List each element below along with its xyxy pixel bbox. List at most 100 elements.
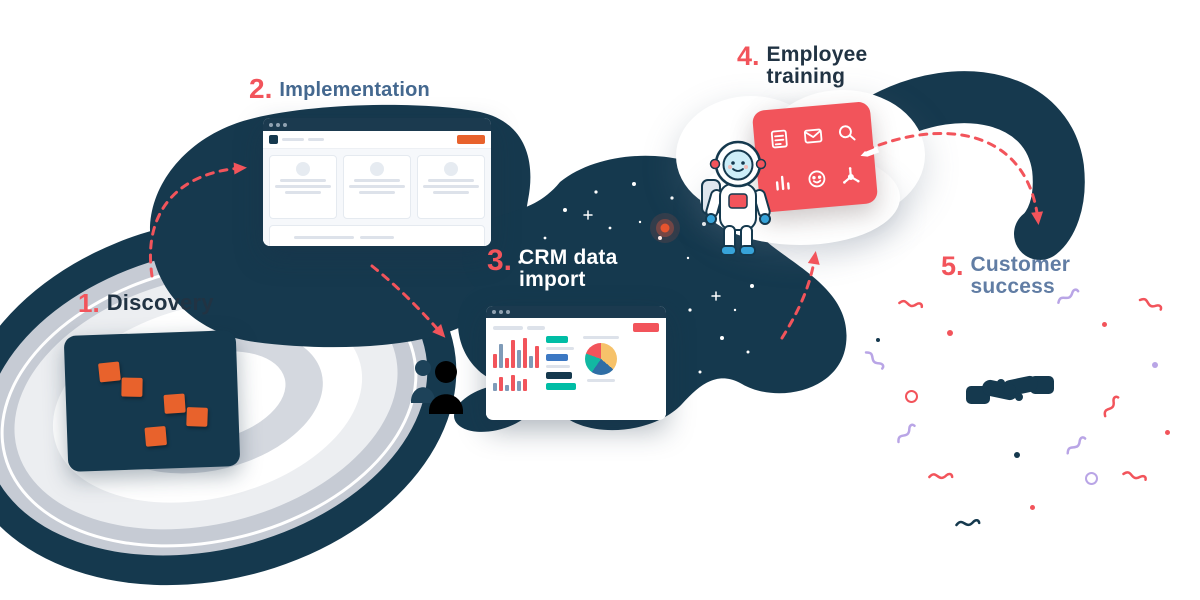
summary-card <box>269 225 485 246</box>
confetti-dot <box>1102 322 1107 327</box>
confetti-squiggle <box>1066 436 1087 455</box>
confetti-ring <box>1085 472 1098 485</box>
text-placeholder <box>353 179 401 182</box>
bar-chart-icon <box>775 175 790 191</box>
metric-label <box>546 365 570 368</box>
window-titlebar <box>486 306 666 318</box>
text-placeholder <box>294 235 354 239</box>
confetti-ring <box>905 390 918 403</box>
metric-value <box>546 336 568 343</box>
bar-chart-widget <box>493 336 539 391</box>
bar-chart-small <box>493 373 539 391</box>
step-label: Customer success <box>970 253 1071 299</box>
astronaut-character <box>701 140 771 256</box>
avatar <box>278 232 288 242</box>
confetti-squiggle <box>928 472 954 480</box>
dashboard-content <box>486 318 666 419</box>
confetti-squiggle <box>1057 288 1080 304</box>
window-dot <box>269 122 273 127</box>
user-card <box>417 155 485 219</box>
dashboard-widgets <box>493 336 659 391</box>
metric-value <box>546 372 572 379</box>
step-label: Implementation <box>279 79 430 101</box>
step-3-crm-data-import: 3. CRM data import <box>487 244 631 292</box>
sticky-note <box>186 407 208 427</box>
avatar <box>370 162 384 176</box>
window-dot <box>492 310 496 314</box>
text-placeholder <box>279 179 327 182</box>
pie-chart <box>585 343 617 375</box>
user-card <box>343 155 411 219</box>
text-placeholder <box>360 235 394 239</box>
window-titlebar <box>263 118 491 131</box>
step-number: 4. <box>737 41 760 71</box>
glow-planet <box>650 213 680 243</box>
avatar <box>444 162 458 176</box>
step-2-implementation: 2. Implementation <box>249 73 430 104</box>
window-dot <box>499 310 503 314</box>
step-5-customer-success: 5. Customer success <box>941 251 1109 299</box>
smiley-icon <box>808 170 826 187</box>
star-crosses <box>583 210 721 301</box>
confetti-dot <box>876 338 880 342</box>
confetti-squiggle <box>898 299 924 309</box>
user-card <box>269 155 337 219</box>
search-icon <box>838 124 856 140</box>
app-logo <box>269 135 278 144</box>
confetti-squiggle <box>1138 297 1163 311</box>
discovery-board <box>63 330 241 472</box>
pie-widget <box>583 336 619 391</box>
step-number: 2. <box>249 73 273 104</box>
confetti-squiggle <box>1122 471 1147 482</box>
handshake-icon <box>966 375 1054 404</box>
window-dot <box>276 122 280 127</box>
app-content <box>263 149 491 246</box>
metric-value <box>546 383 576 390</box>
step-number: 1. <box>78 288 100 318</box>
metric-value <box>546 354 568 361</box>
bar-chart <box>493 336 539 368</box>
confetti-dot <box>1152 362 1158 368</box>
confetti-dot <box>1030 505 1035 510</box>
checklist-icon <box>770 129 788 148</box>
nav-placeholder <box>282 138 304 141</box>
app-navbar <box>263 131 491 149</box>
text-placeholder <box>527 325 545 330</box>
nav-placeholder <box>308 138 324 141</box>
text-placeholder <box>583 336 619 339</box>
confetti-squiggle <box>864 351 885 370</box>
text-placeholder <box>432 191 470 194</box>
stars <box>518 182 754 374</box>
text-placeholder <box>274 185 332 188</box>
window-dot <box>506 310 510 314</box>
metrics-widget <box>546 336 576 391</box>
people-icon <box>411 360 463 414</box>
text-placeholder <box>422 185 480 188</box>
user-card-row <box>269 155 485 219</box>
crm-dashboard-window <box>486 306 666 420</box>
dashboard-action-button <box>633 323 659 332</box>
primary-action-button <box>457 135 485 144</box>
avatar <box>296 162 310 176</box>
brush-stroke-top-right <box>858 71 1085 260</box>
confetti-squiggle <box>955 519 981 527</box>
sticky-note <box>144 426 168 447</box>
implementation-app-window <box>263 118 491 246</box>
step-number: 5. <box>941 251 964 281</box>
step-1-discovery: 1. Discovery <box>78 288 214 318</box>
step-label: CRM data import <box>519 246 618 292</box>
dashboard-toolbar <box>493 323 659 332</box>
sticky-note <box>163 393 186 414</box>
sprocket-icon <box>842 166 860 184</box>
confetti-squiggle <box>1103 395 1120 418</box>
text-placeholder <box>587 379 615 382</box>
text-placeholder <box>358 191 396 194</box>
text-placeholder <box>493 325 523 330</box>
text-placeholder <box>427 179 475 182</box>
confetti-squiggle <box>897 423 916 444</box>
step-number: 3. <box>487 244 513 277</box>
confetti-dot <box>947 330 953 336</box>
sticky-note <box>121 377 143 397</box>
envelope-icon <box>803 128 823 143</box>
